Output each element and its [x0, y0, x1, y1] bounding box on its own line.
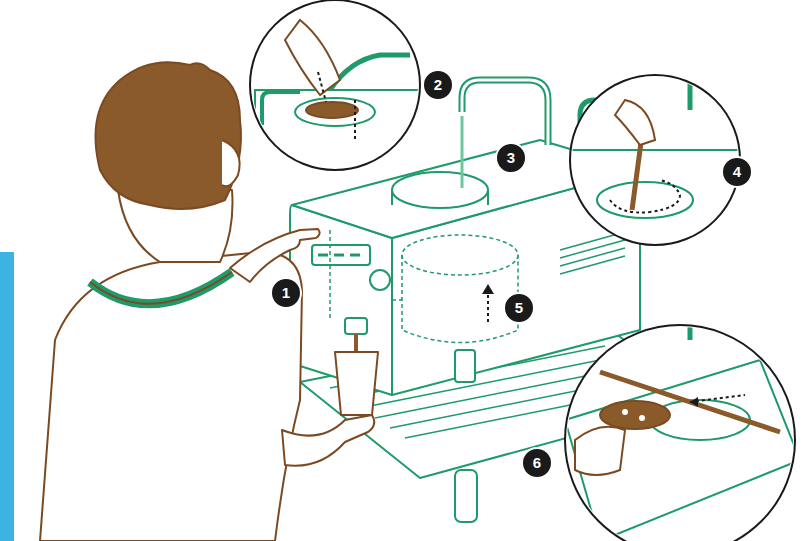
puck-detail — [639, 415, 645, 421]
arrow-head — [482, 284, 494, 294]
callout-number: 3 — [495, 142, 527, 174]
water-stream — [461, 116, 464, 188]
brew-well-wall — [392, 190, 488, 205]
cup — [335, 352, 378, 415]
hand — [285, 20, 340, 95]
machine-top-detail — [565, 360, 800, 541]
chamber-top — [402, 235, 518, 275]
chamber-body — [402, 255, 518, 343]
machine-top-detail — [570, 150, 740, 250]
button-panel — [312, 245, 370, 265]
chamber-opening — [597, 182, 693, 218]
water-arm — [462, 80, 548, 145]
ear — [222, 140, 240, 186]
puck-detail — [622, 409, 628, 415]
hair — [96, 62, 242, 209]
piston-arrow — [487, 290, 489, 322]
detail-content — [255, 20, 425, 170]
collar-edge — [90, 272, 232, 304]
callout-number: 2 — [422, 69, 454, 101]
water-arm-detail — [690, 75, 740, 110]
water-arm-detail — [330, 55, 410, 90]
scraper-bar — [600, 372, 780, 432]
handle — [262, 92, 300, 125]
coffee-puck — [600, 401, 670, 429]
hidden-pipe — [330, 230, 402, 320]
collar — [90, 272, 232, 304]
detail-content — [570, 75, 740, 250]
detail-content — [565, 315, 800, 541]
coffee-grounds — [306, 102, 358, 118]
hidden-chamber — [330, 230, 518, 343]
machine-leg — [455, 470, 477, 522]
detail-6 — [565, 315, 800, 541]
side-bar — [0, 252, 14, 541]
pointing-arm — [230, 229, 320, 282]
machine-top-detail — [255, 90, 425, 170]
callout-number: 6 — [521, 447, 553, 479]
buttons — [318, 254, 360, 257]
chamber-opening — [295, 98, 375, 126]
drain — [455, 350, 475, 382]
spout — [345, 318, 367, 334]
pour-arrow — [318, 72, 355, 140]
callout-number: 4 — [721, 156, 753, 188]
detail-4 — [570, 75, 740, 250]
water-arm-detail — [690, 315, 740, 340]
callout-number: 5 — [503, 292, 535, 324]
shirt — [40, 252, 302, 541]
stirrer — [632, 135, 642, 210]
stir-arrow — [610, 180, 680, 213]
callout-number: 1 — [270, 277, 302, 309]
holding-hand — [282, 415, 374, 466]
brew-well — [392, 172, 488, 208]
vent-lines — [560, 232, 625, 274]
hand — [575, 427, 625, 475]
detail-2 — [250, 0, 425, 170]
hand — [615, 100, 655, 145]
arrow-head — [690, 397, 698, 407]
scrape-arrow — [690, 395, 745, 402]
knob — [370, 270, 390, 290]
water-arm-highlight — [462, 80, 548, 145]
